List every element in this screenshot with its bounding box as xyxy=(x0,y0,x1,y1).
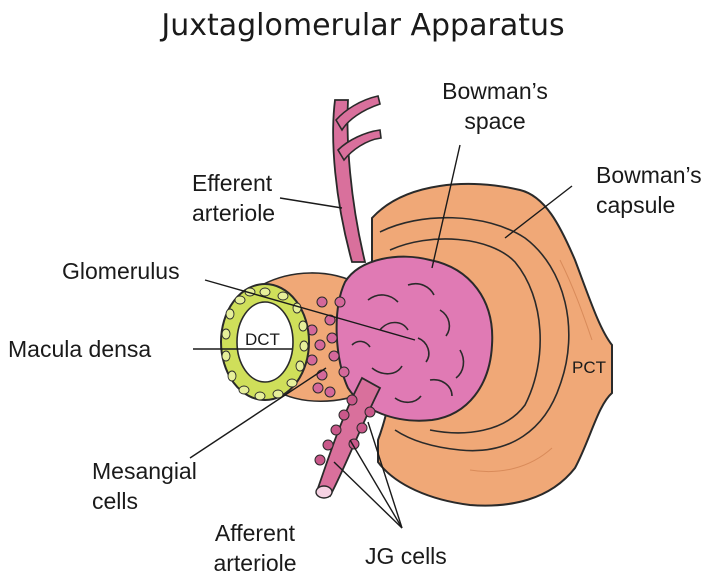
diagram-title: Juxtaglomerular Apparatus xyxy=(0,6,726,46)
label-bowmans-capsule: Bowman’s capsule xyxy=(596,160,702,220)
label-pct: PCT xyxy=(572,358,606,378)
label-afferent-line1: Afferent xyxy=(190,518,320,548)
label-jg-cells: JG cells xyxy=(365,541,447,571)
label-efferent-arteriole: Efferent arteriole xyxy=(192,168,275,228)
label-bowmans-space-line1: Bowman’s xyxy=(420,76,570,106)
label-bowmans-capsule-line1: Bowman’s xyxy=(596,160,702,190)
label-bowmans-space: Bowman’s space xyxy=(420,76,570,136)
label-afferent-line2: arteriole xyxy=(190,548,320,578)
label-efferent-line1: Efferent xyxy=(192,168,275,198)
label-glomerulus: Glomerulus xyxy=(62,256,180,286)
label-dct: DCT xyxy=(245,330,280,350)
label-bowmans-space-line2: space xyxy=(420,106,570,136)
leader-efferent xyxy=(280,198,342,208)
label-mesangial-line2: cells xyxy=(92,486,197,516)
label-efferent-line2: arteriole xyxy=(192,198,275,228)
label-mesangial-line1: Mesangial xyxy=(92,456,197,486)
label-afferent-arteriole: Afferent arteriole xyxy=(190,518,320,578)
label-macula-densa: Macula densa xyxy=(8,334,151,364)
label-bowmans-capsule-line2: capsule xyxy=(596,190,702,220)
label-mesangial-cells: Mesangial cells xyxy=(92,456,197,516)
